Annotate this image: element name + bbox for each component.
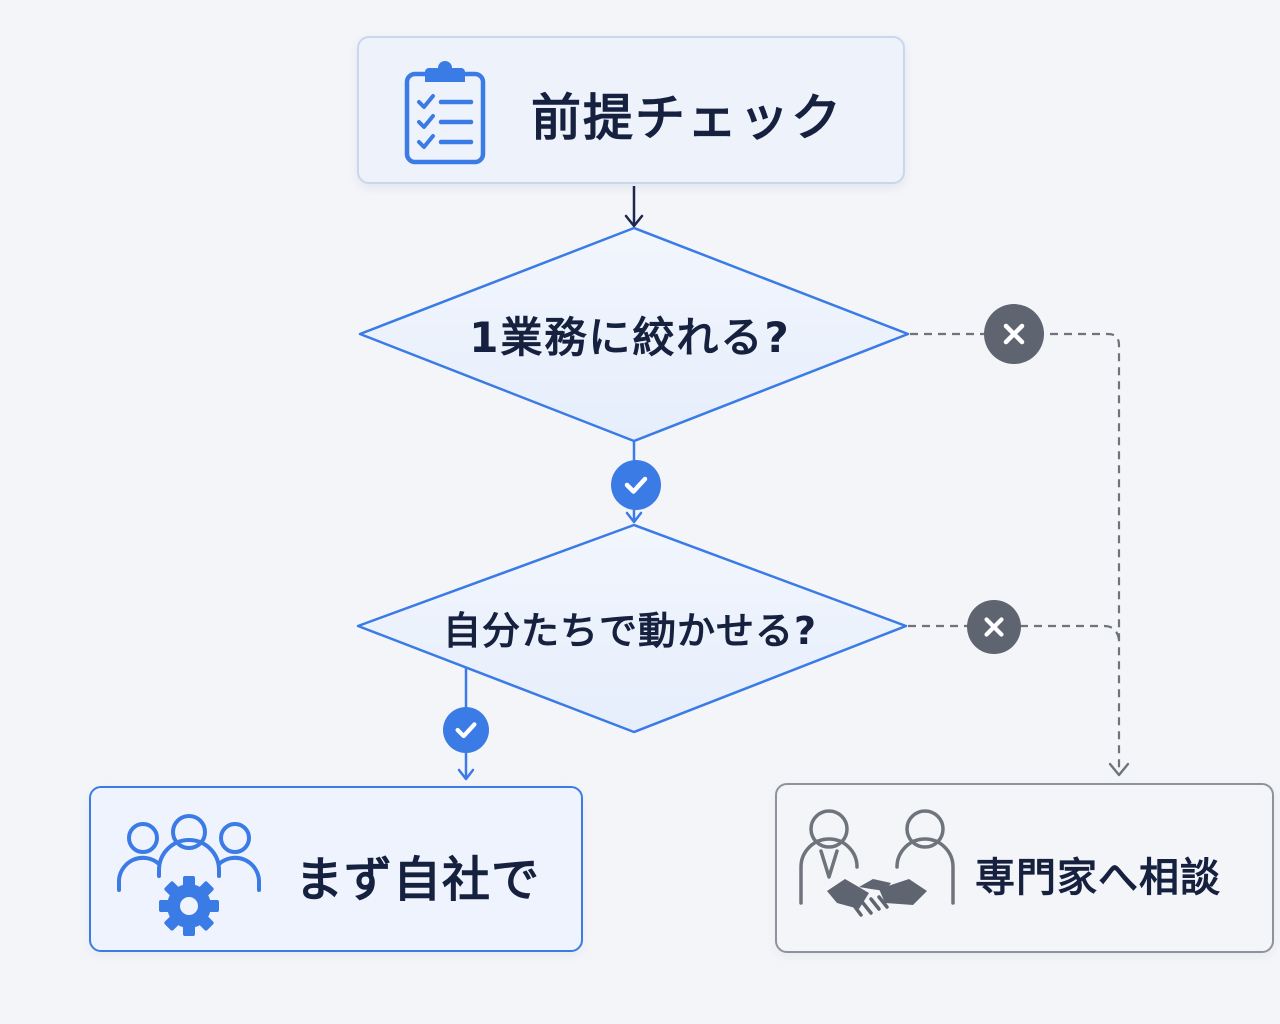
no-badge-q2 (967, 600, 1021, 654)
decision-diamond-2 (356, 523, 908, 734)
start-label: 前提チェック (531, 89, 843, 147)
check-icon (624, 476, 648, 494)
outcome-expert-label: 専門家へ相談 (975, 855, 1221, 901)
question-2-label: 自分たちで動かせる? (442, 609, 818, 653)
cross-icon (984, 617, 1004, 637)
handshake-consult-icon (799, 809, 955, 917)
arrow-q1-no-to-expert (910, 332, 1121, 768)
outcome-self-label: まず自社で (295, 852, 541, 908)
check-icon (455, 722, 477, 739)
no-badge-q1 (984, 304, 1044, 364)
start-node: 前提チェック (357, 36, 905, 184)
yes-badge-q2 (443, 707, 489, 753)
cross-icon (1003, 323, 1025, 345)
decision-diamond-1 (358, 226, 910, 443)
question-1-label: 1業務に絞れる? (469, 313, 791, 362)
outcome-self: まず自社で (89, 786, 583, 952)
arrow-q2-no-to-expert (908, 624, 1121, 641)
yes-badge-q1 (611, 460, 661, 510)
outcome-expert: 専門家へ相談 (775, 783, 1274, 953)
arrow-start-to-q1 (624, 186, 644, 228)
team-gear-icon (117, 814, 261, 936)
clipboard-checklist-icon (404, 61, 486, 165)
arrowhead-to-expert (1108, 762, 1130, 777)
